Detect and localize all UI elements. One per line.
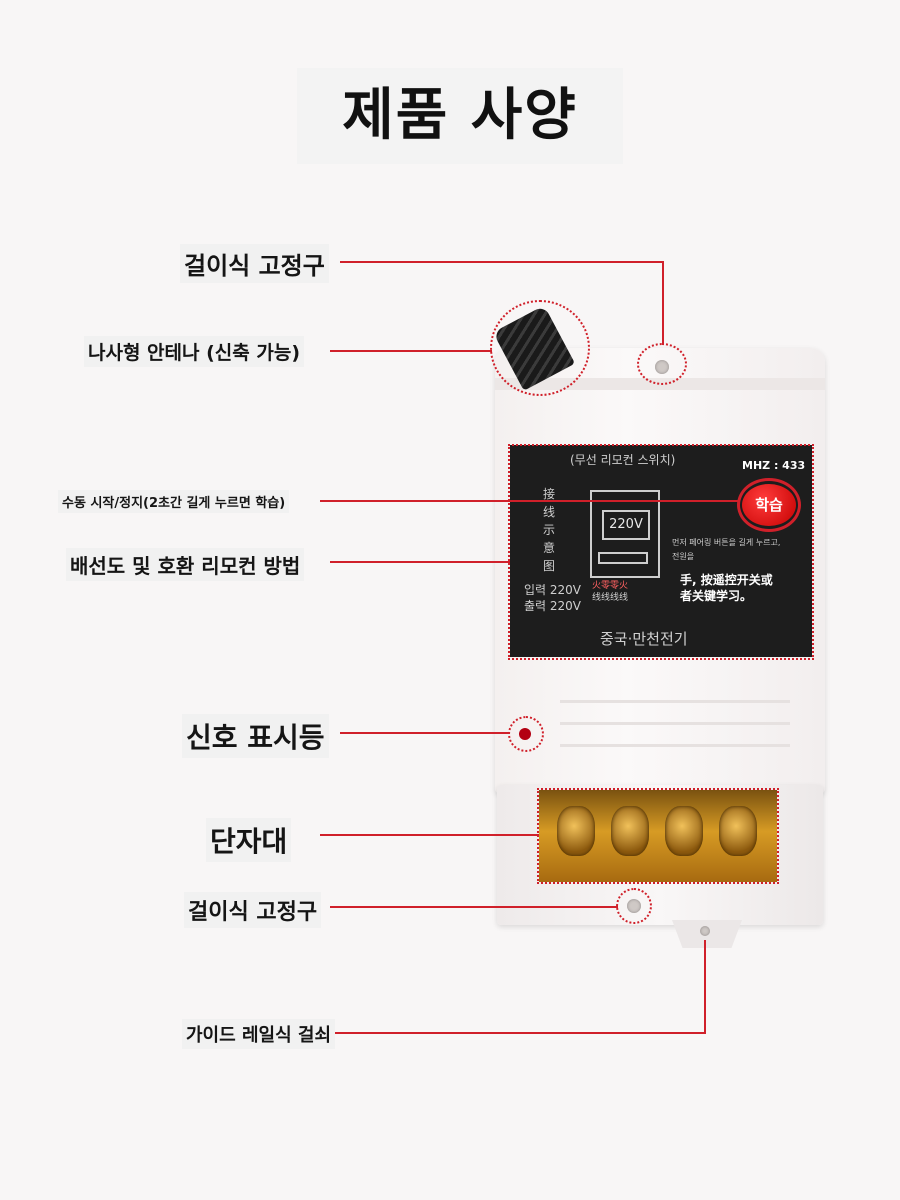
output-voltage: 출력 220V bbox=[524, 599, 582, 613]
note-chinese-2: 者关键学习。 bbox=[680, 589, 753, 603]
bottom-hole-highlight bbox=[616, 888, 652, 924]
brand-name: 중국·만천전기 bbox=[600, 630, 688, 648]
callout-line bbox=[704, 940, 706, 1034]
wire-label-top: 火零零火 bbox=[592, 581, 629, 591]
antenna-highlight bbox=[490, 300, 590, 396]
label-antenna: 나사형 안테나 (신축 가능) bbox=[84, 336, 305, 367]
terminal-screw-icon bbox=[611, 806, 649, 856]
input-voltage: 입력 220V bbox=[524, 583, 582, 597]
label-signal-light: 신호 표시등 bbox=[182, 714, 329, 758]
meter-diagram-icon: 220V bbox=[590, 490, 660, 578]
panel-highlight bbox=[508, 444, 814, 660]
learn-button-highlight bbox=[737, 478, 801, 532]
callout-line bbox=[320, 500, 738, 502]
callout-line bbox=[330, 350, 492, 352]
label-hanging-fixture-top: 걸이식 고정구 bbox=[180, 244, 329, 283]
top-hole-highlight bbox=[637, 343, 687, 385]
diagram-title-vertical: 接 线 示 意 图 bbox=[543, 487, 556, 573]
callout-line bbox=[662, 261, 664, 345]
callout-line bbox=[330, 561, 510, 563]
panel-heading: (무선 리모컨 스위치) bbox=[570, 453, 676, 467]
label-manual-button: 수동 시작/정지(2초간 길게 누르면 학습) bbox=[58, 490, 290, 513]
frequency-text: MHZ : 433 bbox=[742, 459, 806, 472]
callout-line bbox=[320, 834, 539, 836]
led-highlight bbox=[508, 716, 544, 752]
callout-line bbox=[330, 906, 618, 908]
terminal-screw-icon bbox=[719, 806, 757, 856]
label-terminal-block: 단자대 bbox=[206, 818, 292, 862]
terminal-screw-icon bbox=[557, 806, 595, 856]
label-din-rail: 가이드 레일식 걸쇠 bbox=[182, 1019, 336, 1049]
note-korean: 먼저 페어링 버튼을 길게 누르고, bbox=[672, 538, 781, 547]
meter-voltage: 220V bbox=[602, 510, 650, 540]
callout-line bbox=[340, 732, 510, 734]
label-hanging-fixture-bottom: 걸이식 고정구 bbox=[184, 892, 322, 928]
terminal-block bbox=[539, 790, 777, 882]
callout-line bbox=[330, 1032, 706, 1034]
terminal-highlight bbox=[537, 788, 779, 884]
terminal-screw-icon bbox=[665, 806, 703, 856]
callout-line bbox=[340, 261, 664, 263]
note-korean-2: 전원을 bbox=[672, 552, 695, 561]
page-title: 제품 사양 bbox=[297, 68, 623, 164]
wire-label-bottom: 线线线线 bbox=[592, 593, 629, 603]
note-chinese: 手, 按遥控开关或 bbox=[680, 573, 773, 587]
label-wiring-diagram: 배선도 및 호환 리모컨 방법 bbox=[66, 548, 305, 581]
